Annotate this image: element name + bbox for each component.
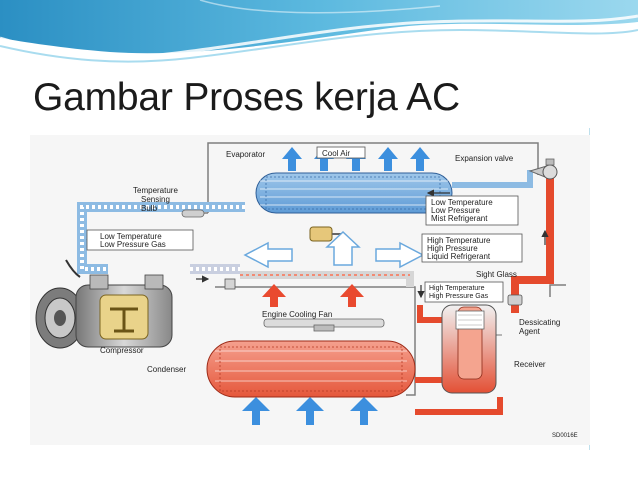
- high-temp-gas-label-2: High Pressure Gas: [429, 293, 489, 300]
- high-temp-liquid-label-2: High Pressure: [427, 244, 478, 253]
- receiver-drier: [441, 294, 523, 394]
- dessicating-agent-label-2: Agent: [519, 327, 541, 336]
- expansion-valve: [528, 158, 558, 180]
- low-temp-gas-label-1: Low Temperature: [100, 232, 162, 241]
- compressor: [35, 259, 173, 349]
- low-temp-mist-label-3: Mist Refrigerant: [431, 214, 488, 223]
- dessicating-agent-label-1: Dessicating: [519, 318, 560, 327]
- low-temp-mist-label-2: Low Pressure: [431, 206, 480, 215]
- sensing-bulb: [181, 209, 342, 242]
- condenser: [206, 340, 416, 398]
- wave-banner: [0, 0, 638, 80]
- temperature-sensing-bulb-label-1: Temperature: [133, 186, 178, 195]
- low-pressure-line: [77, 202, 414, 287]
- low-temp-gas-label-2: Low Pressure Gas: [100, 240, 166, 249]
- outer-frame-lines: [202, 142, 566, 396]
- condenser-label: Condenser: [147, 365, 186, 374]
- intake-air-arrows: [242, 397, 378, 425]
- cool-air-label-box: Cool Air: [316, 146, 366, 159]
- high-temp-gas-label-1: High Temperature: [429, 285, 485, 292]
- ac-process-diagram: Evaporator Cool Air Expansion valve Temp…: [30, 135, 590, 445]
- engine-cooling-fan-label: Engine Cooling Fan: [262, 310, 332, 319]
- high-temp-liquid-label-1: High Temperature: [427, 236, 491, 245]
- low-temp-mist-label-1: Low Temperature: [431, 198, 493, 207]
- temperature-sensing-bulb-label-3: Bulb: [141, 204, 158, 213]
- info-boxes: [86, 195, 523, 303]
- cool-air-label: Cool Air: [322, 149, 350, 158]
- service-valve: [224, 278, 236, 290]
- engine-cooling-fan: [263, 318, 385, 332]
- evaporator-label: Evaporator: [226, 150, 265, 159]
- high-temp-liquid-label-3: Liquid Refrigerant: [427, 252, 491, 261]
- compressor-label: Compressor: [100, 346, 144, 355]
- sight-glass-label: Sight Glass: [476, 270, 517, 279]
- slide-title: Gambar Proses kerja AC: [33, 76, 460, 119]
- expansion-valve-label: Expansion valve: [455, 154, 514, 163]
- hot-air-arrows: [262, 284, 364, 307]
- receiver-label: Receiver: [514, 360, 546, 369]
- temperature-sensing-bulb-label-2: Sensing: [141, 195, 170, 204]
- diagram-code: SD0016E: [552, 433, 578, 439]
- airflow-outline-arrows: [243, 230, 425, 269]
